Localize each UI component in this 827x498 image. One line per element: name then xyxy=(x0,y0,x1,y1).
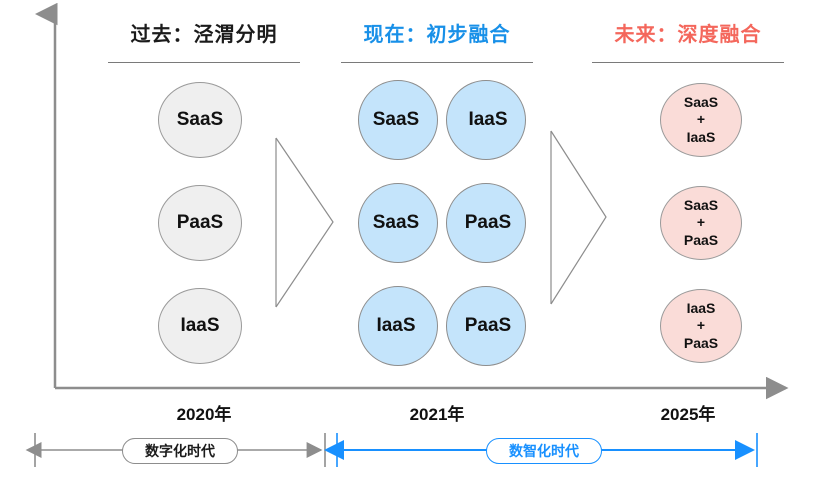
future-circle-line-top: IaaS xyxy=(686,299,716,316)
future-circle-line-plus: + xyxy=(696,111,706,128)
venn-label-left: SaaS xyxy=(372,212,420,233)
future-circle-iaas-paas: IaaS + PaaS xyxy=(660,289,742,363)
venn-lobe-right xyxy=(446,80,526,160)
future-circle-line-top: SaaS xyxy=(683,196,719,213)
past-circle-iaas: IaaS xyxy=(158,288,242,364)
future-circle-saas-iaas: SaaS + IaaS xyxy=(660,83,742,157)
year-label-2021: 2021年 xyxy=(409,405,465,424)
column-title-past: 过去：泾渭分明 xyxy=(130,24,278,46)
venn-lobe-left xyxy=(358,183,438,263)
era-chip-digital: 数字化时代 xyxy=(122,438,238,464)
year-label-2025: 2025年 xyxy=(660,405,716,424)
future-circle-line-bottom: PaaS xyxy=(683,334,719,351)
venn-label-right: IaaS xyxy=(468,109,508,130)
era-chip-intelligent: 数智化时代 xyxy=(486,438,602,464)
venn-label-right: PaaS xyxy=(464,315,512,336)
venn-lobe-right xyxy=(446,286,526,366)
venn-lobe-left xyxy=(358,286,438,366)
future-circle-line-top: SaaS xyxy=(683,93,719,110)
column-rule-future xyxy=(592,62,784,63)
venn-label-right: PaaS xyxy=(464,212,512,233)
venn-lobe-right xyxy=(446,183,526,263)
past-circle-paas: PaaS xyxy=(158,185,242,261)
future-circle-line-bottom: PaaS xyxy=(683,231,719,248)
past-circle-saas: SaaS xyxy=(158,82,242,158)
venn-label-left: IaaS xyxy=(376,315,416,336)
future-circle-line-plus: + xyxy=(696,214,706,231)
column-rule-now xyxy=(341,62,533,63)
venn-saas-paas: SaaS PaaS xyxy=(358,183,526,263)
chevron-arrow-1 xyxy=(275,137,334,308)
column-title-now: 现在：初步融合 xyxy=(363,24,511,46)
venn-lobe-left xyxy=(358,80,438,160)
column-rule-past xyxy=(108,62,300,63)
venn-saas-iaas: SaaS IaaS xyxy=(358,80,526,160)
venn-label-left: SaaS xyxy=(372,109,420,130)
column-title-future: 未来：深度融合 xyxy=(614,24,762,46)
future-circle-line-bottom: IaaS xyxy=(686,128,716,145)
chevron-arrow-2 xyxy=(550,130,607,305)
future-circle-line-plus: + xyxy=(696,317,706,334)
year-label-2020: 2020年 xyxy=(176,405,232,424)
venn-iaas-paas: IaaS PaaS xyxy=(358,286,526,366)
future-circle-saas-paas: SaaS + PaaS xyxy=(660,186,742,260)
